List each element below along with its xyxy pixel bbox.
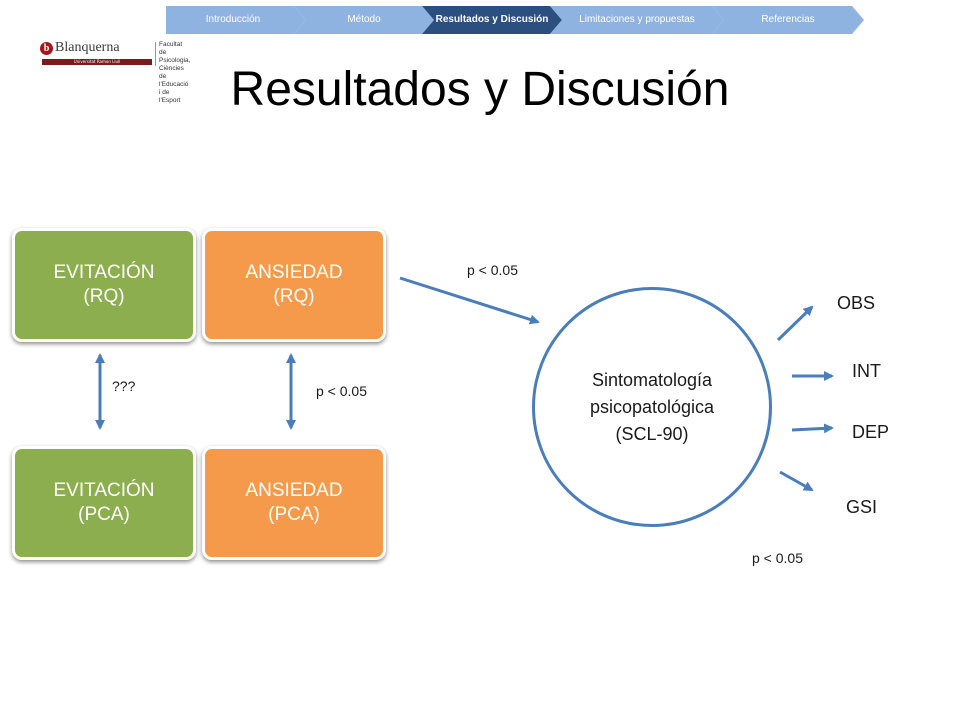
university-logo: b Blanquerna Universitat Ramon Llull Fac… <box>40 40 190 104</box>
outcome-dep: DEP <box>852 422 890 442</box>
nav-tab-resultados-shape[interactable] <box>422 6 562 34</box>
obs-arrow <box>776 305 814 342</box>
logo-tagline: Universitat Ramon Llull <box>42 59 152 65</box>
logo-faculty-line: i de l'Esport <box>159 89 181 104</box>
to-symptoms-label: p < 0.05 <box>467 262 518 278</box>
box-sublabel: (RQ) <box>273 286 315 307</box>
nav-tab-metodo-shape[interactable] <box>294 6 434 34</box>
logo-divider <box>155 42 156 66</box>
nav-tab-referencias[interactable]: Referencias <box>761 14 815 25</box>
dep-arrow <box>791 423 834 434</box>
to-symptoms-arrow <box>399 276 540 325</box>
symptoms-line: psicopatológica <box>589 396 715 417</box>
ansiedad-link-label: p < 0.05 <box>316 383 367 399</box>
section-nav: Introducción Método Resultados y Discusi… <box>166 6 864 34</box>
evitacion-link-label: ??? <box>112 378 136 394</box>
logo-faculty: Facultat de Psicologia, Ciències de l'Ed… <box>159 41 190 105</box>
ansiedad-rq-box: ANSIEDAD (RQ) <box>202 228 386 342</box>
gsi-arrow <box>779 470 814 492</box>
symptoms-line: Sintomatología <box>591 369 713 390</box>
logo-mark: b <box>40 42 53 55</box>
box-label: EVITACIÓN <box>53 262 155 283</box>
logo-faculty-line: Facultat de Psicologia, <box>159 41 191 64</box>
box-sublabel: (PCA) <box>268 504 320 525</box>
box-label: ANSIEDAD <box>245 262 343 283</box>
ansiedad-pca-box: ANSIEDAD (PCA) <box>202 446 386 560</box>
page-title: Resultados y Discusión <box>230 63 730 116</box>
logo-name: Blanquerna <box>55 40 120 55</box>
logo-faculty-line: Ciències de l'Educació <box>159 65 189 88</box>
symptoms-line: (SCL-90) <box>615 423 689 444</box>
outcome-obs: OBS <box>837 293 876 313</box>
evitacion-pca-box: EVITACIÓN (PCA) <box>12 446 196 560</box>
section-nav-chevrons <box>166 6 864 34</box>
nav-tab-metodo[interactable]: Método <box>347 14 381 25</box>
box-sublabel: (RQ) <box>83 286 125 307</box>
nav-tab-referencias-shape[interactable] <box>712 6 864 34</box>
evitacion-rq-box: EVITACIÓN (RQ) <box>12 228 196 342</box>
nav-tab-resultados[interactable]: Resultados y Discusión <box>435 14 549 25</box>
symptoms-circle: Sintomatología psicopatológica (SCL-90) <box>532 287 772 527</box>
box-label: ANSIEDAD <box>245 480 343 501</box>
nav-tab-limitaciones[interactable]: Limitaciones y propuestas <box>579 14 695 25</box>
box-sublabel: (PCA) <box>78 504 130 525</box>
outcome-int: INT <box>852 361 881 381</box>
nav-tab-introduccion-shape[interactable] <box>166 6 306 34</box>
outcomes-label: p < 0.05 <box>752 550 803 566</box>
outcome-gsi: GSI <box>846 497 878 517</box>
nav-tab-limitaciones-shape[interactable] <box>550 6 724 34</box>
box-label: EVITACIÓN <box>53 480 155 501</box>
nav-tab-introduccion[interactable]: Introducción <box>205 14 261 25</box>
